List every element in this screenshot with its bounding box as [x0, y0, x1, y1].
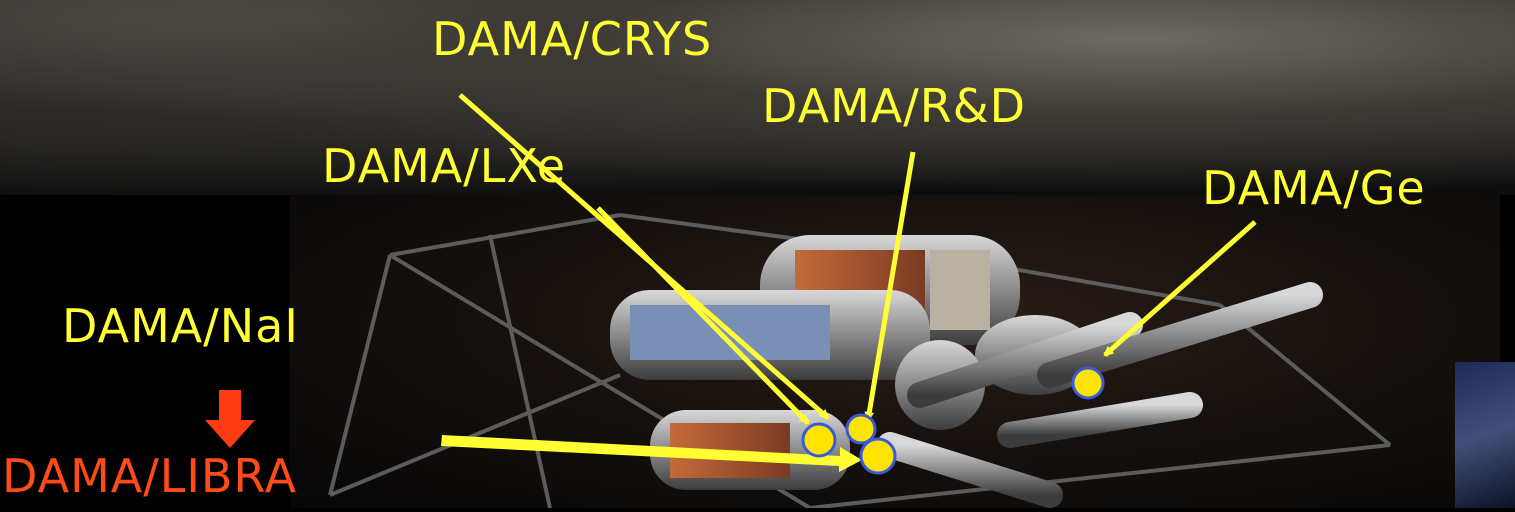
marker-libra [861, 439, 895, 473]
arrow-nai-to-libra [205, 390, 255, 448]
marker-ge [1073, 368, 1103, 398]
arrow-ge [1105, 222, 1255, 355]
arrow-rd [868, 152, 913, 420]
marker-lxe [803, 424, 835, 456]
arrow-lxe [598, 208, 808, 423]
arrow-libra [441, 435, 862, 472]
marker-rd [847, 415, 875, 443]
